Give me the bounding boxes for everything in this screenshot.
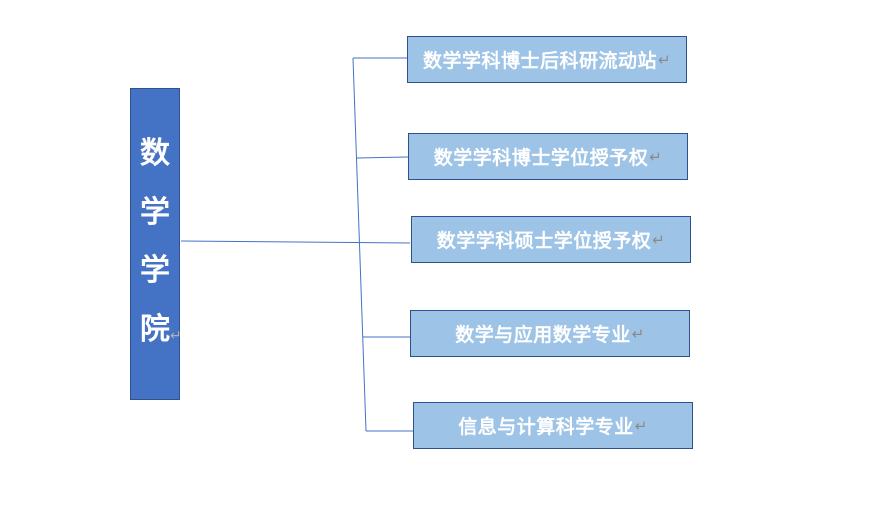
child-node-3-paragraph-mark: ↵: [652, 230, 666, 249]
child-node-5-paragraph-mark: ↵: [634, 416, 648, 435]
child-node-5: 信息与计算科学专业↵: [413, 402, 693, 449]
child-node-5-label: 信息与计算科学专业: [458, 416, 634, 438]
root-node-box: 数 学 学 院: [130, 88, 180, 400]
root-char-2: 学: [140, 194, 170, 230]
child-node-2: 数学学科博士学位授予权↵: [408, 133, 688, 180]
root-char-3: 学: [140, 253, 170, 289]
child-node-3-label: 数学学科硕士学位授予权: [436, 230, 652, 252]
child-node-2-label: 数学学科博士学位授予权: [433, 147, 649, 169]
root-paragraph-mark: ↵: [170, 328, 182, 344]
child-node-4: 数学与应用数学专业↵: [410, 310, 690, 357]
child-node-4-label: 数学与应用数学专业: [455, 324, 631, 346]
root-char-1: 数: [140, 136, 170, 172]
trunk-line: [352, 57, 367, 432]
root-connector-line: [180, 240, 411, 244]
root-char-4: 院: [140, 311, 170, 347]
child-node-3: 数学学科硕士学位授予权↵: [411, 216, 691, 263]
child-node-4-paragraph-mark: ↵: [631, 324, 645, 343]
branch-line-2: [356, 156, 409, 159]
child-node-1-label: 数学学科博士后科研流动站: [422, 50, 657, 72]
child-node-1: 数学学科博士后科研流动站↵: [407, 36, 687, 83]
child-node-2-paragraph-mark: ↵: [649, 147, 663, 166]
child-node-1-paragraph-mark: ↵: [657, 50, 672, 69]
